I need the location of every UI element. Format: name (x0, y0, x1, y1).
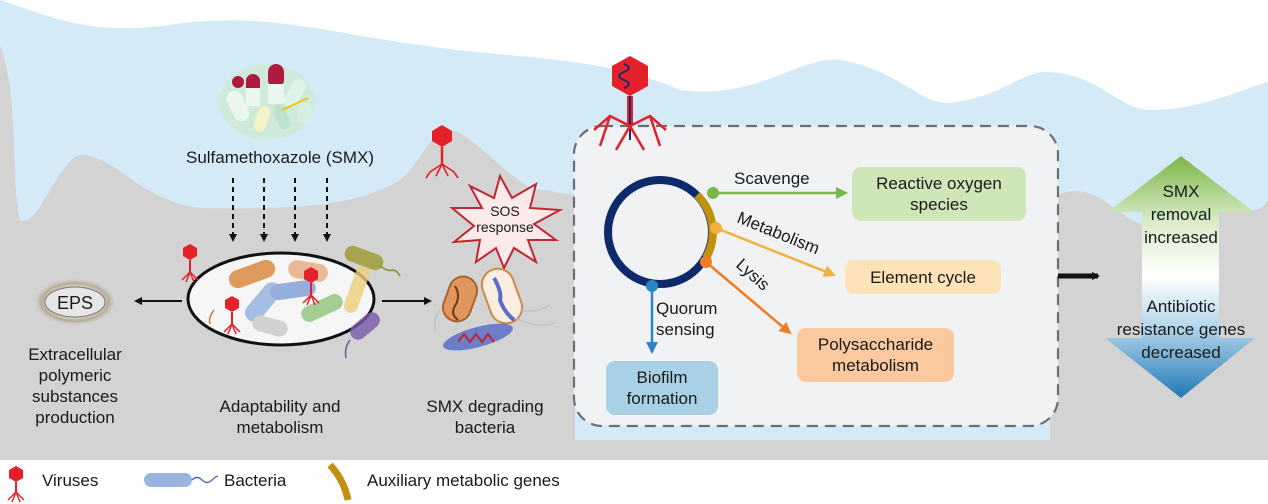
smx-input-arrows (229, 178, 331, 242)
metabolism-arrow (715, 226, 836, 277)
community-caption-line: Adaptability and (219, 397, 341, 416)
decrease-label-line: decreased (1141, 343, 1221, 362)
legend-viruses: Viruses (42, 471, 99, 490)
legend-auxiliary-genes: Auxiliary metabolic genes (367, 471, 560, 490)
increase-label-line: SMX (1162, 182, 1200, 201)
degrading-bacteria-illustration (434, 267, 557, 351)
community-caption-line: metabolism (236, 418, 324, 437)
polysaccharide-box-line: Polysaccharide (817, 335, 934, 354)
sos-label-line: response (476, 219, 534, 235)
eps-caption-line: production (35, 408, 115, 427)
ros-box-line: species (910, 195, 968, 214)
polysaccharide-box: Polysaccharide metabolism (797, 328, 954, 382)
decrease-label: Antibiotic resistance genes decreased (1101, 295, 1261, 364)
virus-icon (425, 125, 459, 179)
quorum-label-line: sensing (656, 320, 715, 339)
element-cycle-box: Element cycle (845, 260, 1001, 294)
ros-box-line: Reactive oxygen (876, 174, 1002, 193)
decrease-label-line: Antibiotic (1146, 297, 1216, 316)
community-caption: Adaptability and metabolism (200, 396, 360, 438)
smx-label: Sulfamethoxazole (SMX) (186, 148, 374, 167)
increase-label: SMX removal increased (1121, 180, 1241, 249)
increase-label-line: removal (1150, 205, 1212, 224)
bacteria-icon (228, 245, 384, 340)
quorum-node (646, 280, 658, 292)
legend-bacteria: Bacteria (224, 471, 287, 490)
scavenge-node (707, 187, 719, 199)
sos-label: SOS response (460, 203, 550, 235)
degraders-caption-line: bacteria (454, 418, 516, 437)
pills-icon (219, 64, 315, 140)
virus-icon (181, 244, 320, 335)
biofilm-box: Biofilm formation (606, 361, 718, 415)
eps-badge: EPS (57, 293, 93, 313)
ground-bottom (0, 440, 1268, 460)
microbial-community (186, 245, 401, 359)
quorum-label-line: Quorum (656, 299, 718, 318)
decrease-arrow (1105, 275, 1255, 398)
eps-caption-line: Extracellular (28, 345, 122, 364)
virus-icon (7, 466, 25, 503)
polysaccharide-box-line: metabolism (832, 356, 919, 375)
sos-label-line: SOS (490, 203, 520, 219)
increase-label-line: increased (1144, 228, 1218, 247)
quorum-label: Quorum sensing (656, 298, 717, 340)
metabolism-node (710, 222, 722, 234)
degraders-caption-line: SMX degrading (426, 397, 544, 416)
lysis-node (700, 256, 712, 268)
eps-badge-shape (44, 286, 106, 318)
biofilm-box-line: formation (626, 389, 698, 408)
decrease-label-line: resistance genes (1116, 320, 1246, 339)
eps-caption: Extracellular polymeric substances produ… (8, 344, 142, 428)
eps-caption-line: polymeric (38, 366, 112, 385)
bacteria-icon (144, 473, 219, 487)
ros-box: Reactive oxygen species (852, 167, 1026, 221)
increase-arrow (1108, 156, 1254, 275)
sos-burst (449, 173, 564, 271)
virus-icon (593, 56, 667, 151)
degraders-caption: SMX degrading bacteria (410, 396, 560, 438)
eps-caption-line: substances (32, 387, 118, 406)
legend-background (0, 460, 1268, 504)
lysis-arrow (705, 261, 792, 335)
biofilm-box-line: Biofilm (636, 368, 688, 387)
auxiliary-gene-arc-icon (327, 462, 352, 501)
scavenge-label: Scavenge (734, 169, 810, 188)
element-cycle-label: Element cycle (870, 267, 976, 287)
